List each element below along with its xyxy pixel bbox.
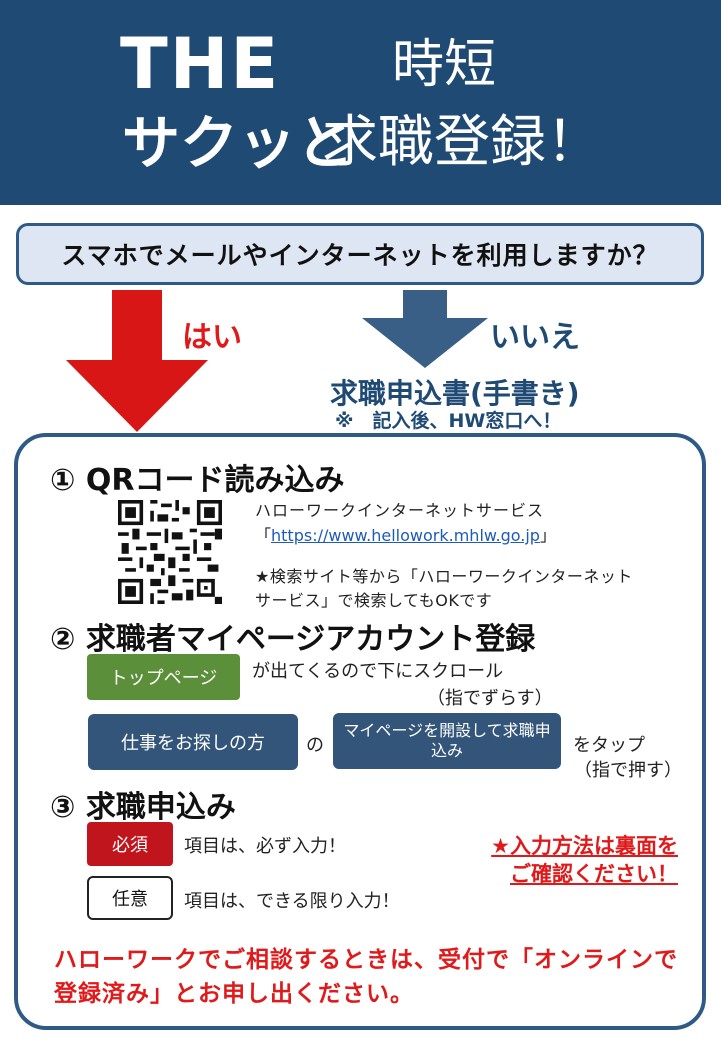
no-particle: の	[306, 735, 324, 756]
open-mypage-button[interactable]: マイページを開設して求職申込み	[333, 713, 561, 769]
hellowork-service-name: ハローワークインターネットサービス	[255, 501, 545, 520]
no-label: いいえ	[490, 320, 580, 355]
yes-arrow-icon	[66, 290, 208, 432]
yes-label: はい	[182, 320, 242, 355]
step1-title: ① QRコード読み込み	[50, 463, 345, 498]
backside-line2: ご確認ください！	[510, 862, 678, 886]
consultation-note: ハローワークでご相談するときは、受付で「オンラインで登録済み」とお申し出ください…	[54, 947, 678, 1007]
scroll-hint: （指でずらす）	[427, 688, 553, 709]
flow-arrows	[66, 290, 488, 432]
top-page-button[interactable]: トップページ	[87, 654, 240, 700]
backside-line1: ★入力方法は裏面を	[491, 834, 678, 858]
search-note: ★検索サイト等から「ハローワークインターネットサービス」で検索してもOKです	[255, 567, 633, 610]
optional-badge: 任意	[87, 876, 173, 920]
handwritten-form-title: 求職申込書(手書き)	[330, 377, 580, 410]
question-box: スマホでメールやインターネットを利用しますか？	[16, 223, 704, 285]
title-kyushoku: 求職登録！	[322, 110, 602, 175]
scroll-text: が出てくるので下にスクロール	[252, 661, 504, 682]
backside-note: ★入力方法は裏面を ご確認ください！	[453, 832, 678, 888]
title-the: THE	[120, 23, 281, 105]
url-close-bracket: 」	[539, 526, 556, 545]
title-jitan: 時短	[392, 35, 497, 95]
tap-text: をタップ	[573, 735, 645, 756]
tap-hint: （指で押す）	[574, 760, 682, 781]
required-badge: 必須	[87, 822, 173, 866]
step2-title: ② 求職者マイページアカウント登録	[50, 622, 536, 657]
url-open-bracket: 「	[255, 526, 272, 545]
job-seeker-button[interactable]: 仕事をお探しの方	[88, 714, 298, 770]
required-text: 項目は、必ず入力！	[184, 836, 346, 857]
qr-code-icon[interactable]	[118, 500, 222, 604]
hellowork-url-link[interactable]: https://www.hellowork.mhlw.go.jp	[271, 526, 540, 545]
step3-title: ③ 求職申込み	[50, 790, 236, 825]
handwritten-form-note: ※ 記入後、HW窓口へ！	[335, 410, 562, 432]
no-arrow-icon	[362, 290, 488, 368]
hellowork-url-line: 「https://www.hellowork.mhlw.go.jp」	[255, 522, 556, 546]
optional-text: 項目は、できる限り入力！	[184, 891, 400, 912]
header-banner	[0, 0, 721, 205]
title-sakutto: サクッと	[122, 109, 355, 177]
